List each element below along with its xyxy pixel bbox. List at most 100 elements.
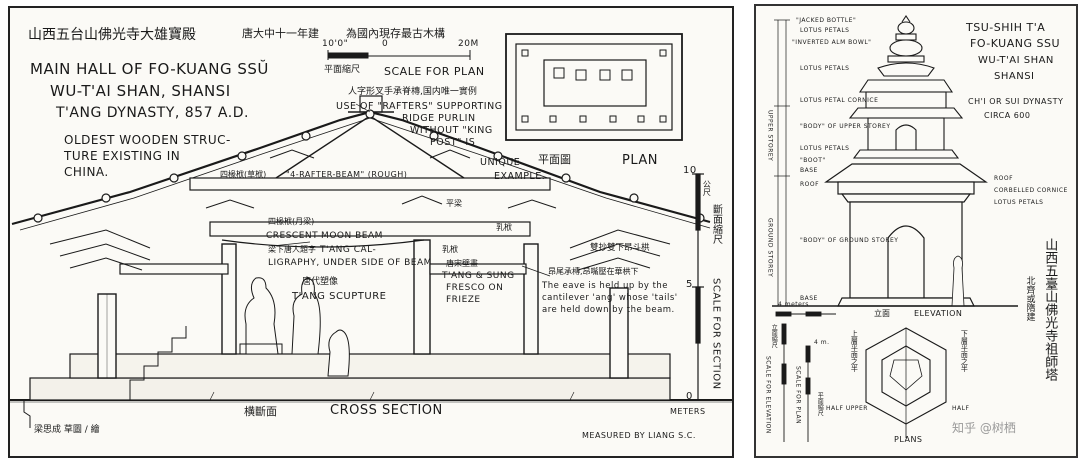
pagoda-dynasty-2: CIRCA 600 — [984, 111, 1031, 120]
label-roof-left: ROOF — [800, 181, 820, 188]
drawn-by: 梁思成 草圖 / 繪 — [34, 425, 100, 435]
label-lotus-2: LOTUS PETALS — [800, 65, 850, 72]
plan-scale-bar — [327, 50, 471, 60]
half-upper-en: HALF UPPER — [826, 405, 868, 412]
ground-storey-body — [837, 201, 975, 307]
pagoda-plans — [865, 327, 947, 438]
label-upper-storey: UPPER STOREY — [766, 110, 774, 162]
fresco-en-3: FRIEZE — [446, 295, 481, 305]
oldest-line-3: CHINA. — [64, 165, 109, 179]
calligraphy-en-1: T'ANG CAL- — [320, 245, 377, 255]
label-lotus-right: LOTUS PETALS — [994, 199, 1044, 206]
oldest-line-1: OLDEST WOODEN STRUC- — [64, 133, 231, 147]
scale-tick-0: 0 — [686, 391, 693, 402]
scale-tick-5: 5 — [686, 279, 693, 290]
fresco-en-1: T'ANG & SUNG — [442, 271, 515, 281]
plan-scale-en-right: SCALE FOR PLAN — [794, 366, 802, 425]
beam-cn-c: 乳栿 — [442, 245, 458, 254]
label-body-ground: "BODY" OF GROUND STOREY — [800, 237, 899, 244]
label-corbelled: CORBELLED CORNICE — [994, 187, 1068, 194]
plan-scale-meters: 20M — [458, 39, 479, 49]
scale-unit-cn: 公尺 — [702, 180, 712, 196]
cantilever-en-2: cantilever 'ang' whose 'tails' — [542, 293, 678, 303]
elevation-scale-bar — [775, 311, 836, 317]
statues — [239, 277, 350, 377]
scale-meters: METERS — [670, 407, 706, 416]
upper-storey — [848, 79, 964, 159]
columns — [97, 239, 629, 379]
beam-4rafter-en: "4-RAFTER-BEAM" (ROUGH) — [286, 170, 408, 179]
plan-scale-m: 4 m. — [814, 339, 830, 346]
drawing-sheet-main-hall: 山西五台山佛光寺大雄寶殿 唐大中十一年建 為國內現存最古木構 MAIN HALL… — [8, 6, 734, 458]
rafter-note-4: POST" IS — [430, 137, 476, 148]
pagoda-title-3: WU-T'AI SHAN — [978, 55, 1054, 66]
beam-cn-a: 平梁 — [446, 199, 462, 208]
plan-label-cn: 平面圖 — [538, 153, 571, 166]
pagoda-dynasty-1: CH'I OR SUI DYNASTY — [968, 97, 1064, 106]
cantilever-en-3: are held down by the beam. — [542, 305, 675, 315]
fresco-cn: 唐宋壁畫 — [446, 259, 478, 268]
label-lotus-cornice: LOTUS PETAL CORNICE — [800, 97, 879, 104]
crescent-cn: 四椽栿(月梁) — [268, 217, 315, 226]
pagoda-cn-title: 山西五臺山佛光寺祖師塔 — [1042, 238, 1058, 381]
label-body-upper: "BODY" OF UPPER STOREY — [800, 123, 891, 130]
sculpture-cn: 唐代塑像 — [302, 277, 339, 287]
title-line-1: MAIN HALL OF FO-KUANG SSŬ — [30, 60, 269, 78]
rafter-note-3: WITHOUT "KING — [410, 125, 493, 136]
rafter-note-2: RIDGE PURLIN — [402, 113, 476, 124]
bracket-cn: 雙抄雙下昂斗栱 — [590, 243, 650, 253]
plan-scale-zero: 0 — [382, 39, 389, 49]
plan-scale-en: SCALE FOR PLAN — [384, 65, 485, 78]
fresco-en-2: FRESCO ON — [446, 283, 504, 293]
rafter-note-1: USE OF "RAFTERS" SUPPORTING — [336, 101, 503, 112]
label-jacked-bottle: "JACKED BOTTLE" — [796, 17, 857, 24]
chinese-note: 為國內現存最古木構 — [346, 27, 445, 40]
beam-cn-b: 乳栿 — [496, 223, 512, 232]
beam-4rafter-cn: 四椽栿(草栿) — [220, 170, 267, 179]
ground-storey-roof — [824, 163, 988, 203]
half-lower-en: HALF — [952, 405, 970, 412]
cantilever-en-1: The eave is held up by the — [542, 281, 669, 291]
sculpture-en: T'ANG SCUPTURE — [292, 291, 387, 302]
rafter-note-5: UNIQUE — [480, 157, 521, 168]
plan-label-en: PLAN — [622, 153, 658, 168]
pagoda-title-2: FO-KUANG SSU — [970, 37, 1061, 50]
elev-scale-cn: 立面縮尺 — [770, 324, 778, 348]
pagoda-cn-sub: 北齊或隋建 — [1024, 276, 1035, 321]
pagoda-drawing — [772, 15, 1018, 442]
cross-section-drawing — [10, 33, 732, 428]
label-lotus-3: LOTUS PETALS — [800, 145, 850, 152]
elev-scale-en: SCALE FOR ELEVATION — [764, 356, 772, 434]
drawing-sheet-pagoda: TSU-SHIH T'A FO-KUANG SSU WU-T'AI SHAN S… — [754, 4, 1078, 458]
rafter-note-cn: 人字形叉手承脊槫,国内唯一實例 — [348, 87, 477, 97]
half-upper-cn: 上層平面之半 — [850, 330, 859, 372]
calligraphy-en-2: LIGRAPHY, UNDER SIDE OF BEAM — [268, 258, 432, 268]
label-alm-bowl: "INVERTED ALM BOWL" — [792, 39, 872, 46]
plan-scale-cn-right: 平面縮尺 — [816, 392, 824, 416]
label-roof-right: ROOF — [994, 175, 1014, 182]
cantilever-cn: 昂尾承槫,昂嘴壓在華栱下 — [548, 267, 639, 276]
scale-section-en: SCALE FOR SECTION — [710, 278, 722, 390]
label-lotus-1: LOTUS PETALS — [800, 27, 850, 34]
crescent-en: CRESCENT-MOON BEAM — [266, 231, 383, 241]
label-boot: "BOOT" — [800, 157, 826, 164]
chinese-date: 唐大中十一年建 — [242, 27, 319, 40]
oldest-line-2: TURE EXISTING IN — [64, 149, 181, 163]
elevation-en: ELEVATION — [914, 309, 963, 318]
section-en: CROSS SECTION — [330, 403, 443, 418]
label-ground-storey: GROUND STOREY — [766, 218, 774, 278]
title-line-3: T'ANG DYNASTY, 857 A.D. — [56, 105, 249, 121]
label-base-ground: BASE — [800, 295, 818, 302]
elev-scale-meters: 4 meters — [778, 301, 809, 308]
title-line-2: WU-T'AI SHAN, SHANSI — [50, 82, 231, 100]
half-lower-cn: 下層平面之半 — [960, 330, 969, 372]
measured-by: MEASURED BY LIANG S.C. — [582, 431, 696, 440]
floor-plan — [505, 33, 683, 141]
plan-scale-ft: 10'0" — [322, 39, 349, 49]
section-cn: 横斷面 — [244, 405, 277, 418]
pagoda-spire — [877, 15, 935, 77]
rafter-note-6: EXAMPLE. — [494, 171, 546, 182]
scale-section-cn: 斷面縮尺 — [710, 204, 722, 244]
pagoda-title-1: TSU-SHIH T'A — [966, 21, 1046, 34]
plan-scale-cn: 平面縮尺 — [324, 65, 361, 75]
